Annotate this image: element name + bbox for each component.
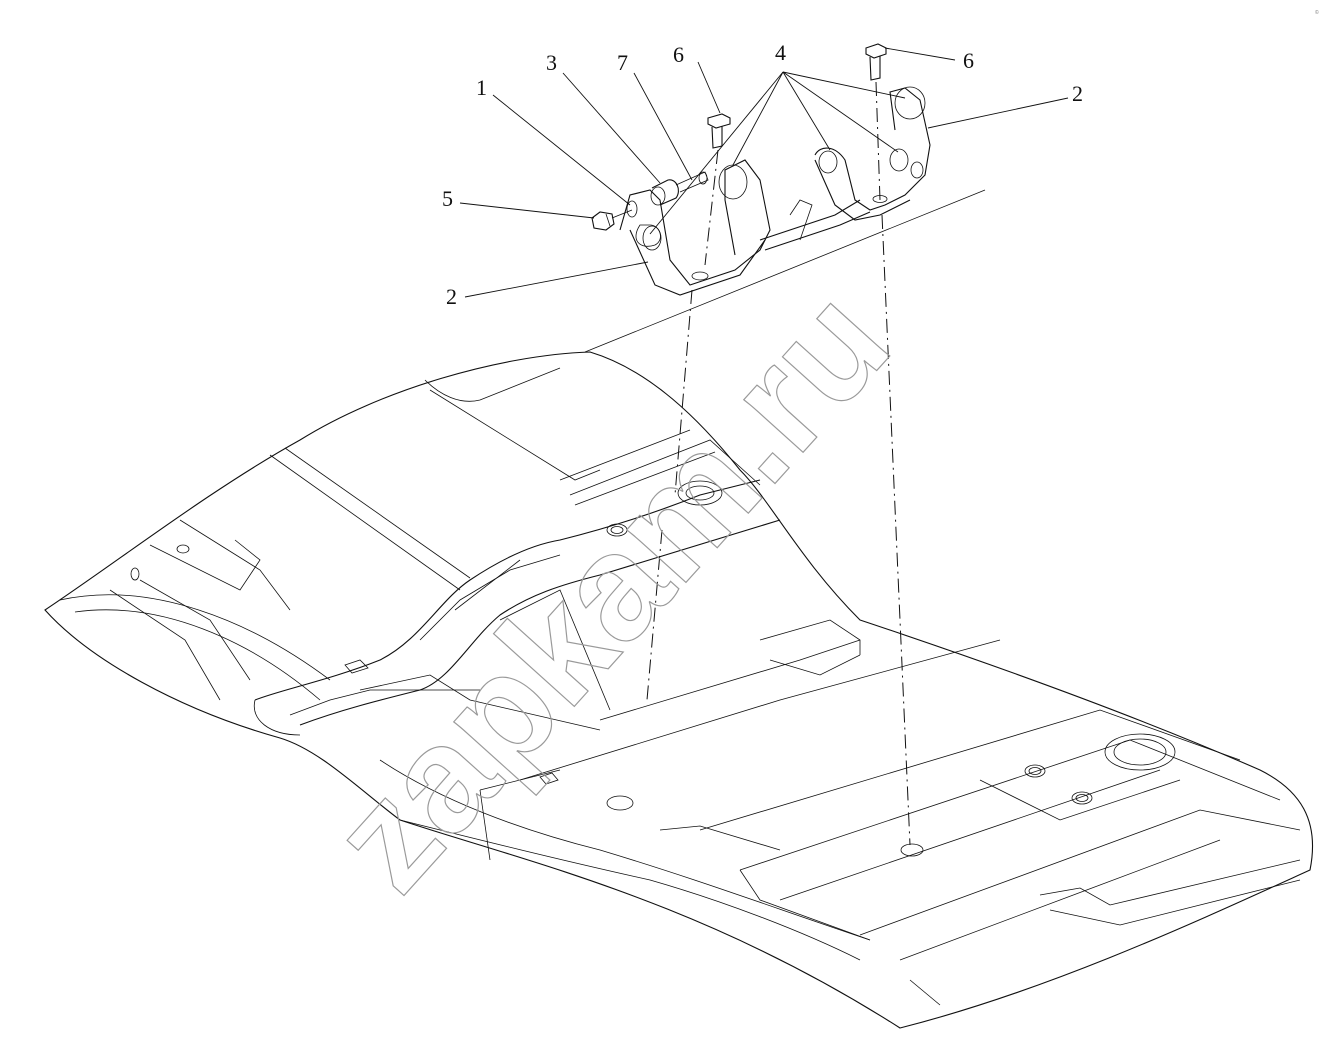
callout-6-right: 6 [963,48,974,73]
callout-7: 7 [617,50,628,75]
floor-pan [44,351,1314,1029]
callout-1: 1 [476,75,487,100]
callout-3: 3 [546,50,557,75]
bracket-assembly [584,43,986,846]
callout-2-left: 2 [446,284,457,309]
callout-2-right: 2 [1072,81,1083,106]
corner-mark: © [1315,9,1319,16]
callouts: 1 2 2 3 4 5 6 6 7 [442,40,1083,309]
callout-5: 5 [442,186,453,211]
watermark: zapkam.ru [299,258,920,922]
callout-6-left: 6 [673,42,684,67]
callout-4: 4 [775,40,786,65]
